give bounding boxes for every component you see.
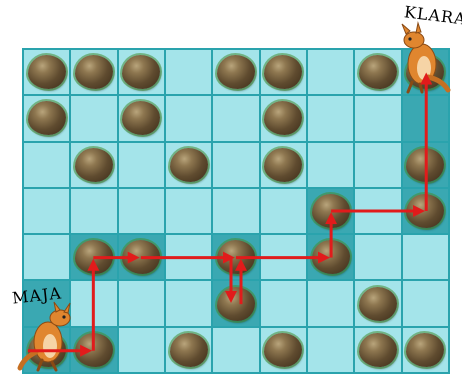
board-cell	[355, 143, 400, 187]
stone-icon	[28, 333, 66, 367]
stone-icon	[406, 333, 444, 367]
board-cell	[166, 143, 211, 187]
board-cell	[166, 50, 211, 94]
board-cell	[119, 96, 164, 140]
board-cell	[71, 328, 116, 372]
stone-icon	[359, 55, 397, 89]
stone-icon	[264, 333, 302, 367]
board-cell	[24, 235, 69, 279]
board-cell	[213, 189, 258, 233]
klara-label: KLARA	[403, 2, 462, 29]
stone-icon	[312, 194, 350, 228]
board-cell	[119, 143, 164, 187]
stone-icon	[75, 240, 113, 274]
board-cell	[24, 189, 69, 233]
board-cell	[355, 235, 400, 279]
stone-icon	[217, 240, 255, 274]
board-cell	[71, 50, 116, 94]
board-cell	[308, 281, 353, 325]
board-cell	[119, 281, 164, 325]
stone-icon	[406, 148, 444, 182]
board-cell	[308, 235, 353, 279]
board-cell	[166, 328, 211, 372]
stone-icon	[28, 101, 66, 135]
board-cell	[403, 143, 448, 187]
board-cell	[261, 189, 306, 233]
board-cell	[119, 328, 164, 372]
board-cell	[308, 96, 353, 140]
stone-icon	[264, 148, 302, 182]
board-cell	[403, 235, 448, 279]
board-cell	[71, 189, 116, 233]
stone-icon	[75, 148, 113, 182]
board-cell	[261, 281, 306, 325]
board-cell	[24, 143, 69, 187]
board-cell	[24, 328, 69, 372]
board-cell	[403, 50, 448, 94]
board-cell	[308, 189, 353, 233]
stone-icon	[217, 55, 255, 89]
board-cell	[355, 50, 400, 94]
board-cell	[71, 281, 116, 325]
stone-icon	[217, 287, 255, 321]
board-cell	[166, 96, 211, 140]
stone-icon	[75, 55, 113, 89]
board-cell	[166, 189, 211, 233]
board-cell	[355, 328, 400, 372]
game-board	[22, 48, 450, 374]
board-cell	[166, 281, 211, 325]
board-cell	[403, 328, 448, 372]
board-cell	[403, 96, 448, 140]
stone-icon	[122, 101, 160, 135]
board-cell	[261, 143, 306, 187]
stone-icon	[122, 240, 160, 274]
board-cell	[71, 96, 116, 140]
board-cell	[261, 96, 306, 140]
board-cell	[355, 189, 400, 233]
board-cell	[119, 50, 164, 94]
board-cell	[119, 189, 164, 233]
board-cell	[261, 328, 306, 372]
stone-icon	[406, 55, 444, 89]
stone-icon	[122, 55, 160, 89]
stone-icon	[359, 333, 397, 367]
board-cell	[355, 96, 400, 140]
board-cell	[308, 50, 353, 94]
board-cell	[24, 96, 69, 140]
board-cell	[213, 50, 258, 94]
stone-icon	[264, 55, 302, 89]
stone-icon	[75, 333, 113, 367]
board-cell	[166, 235, 211, 279]
board-cell	[261, 50, 306, 94]
board-cell	[71, 235, 116, 279]
stone-icon	[264, 101, 302, 135]
board-cell	[24, 50, 69, 94]
stone-icon	[28, 55, 66, 89]
board-cell	[213, 328, 258, 372]
board-cell	[403, 189, 448, 233]
board-cell	[213, 235, 258, 279]
board-cell	[403, 281, 448, 325]
board-cell	[119, 235, 164, 279]
stone-icon	[170, 148, 208, 182]
board-cell	[213, 281, 258, 325]
board-cell	[261, 235, 306, 279]
board-cell	[308, 143, 353, 187]
stone-icon	[406, 194, 444, 228]
board-cell	[355, 281, 400, 325]
board-cell	[71, 143, 116, 187]
stone-icon	[312, 240, 350, 274]
stone-icon	[359, 287, 397, 321]
board-cell	[308, 328, 353, 372]
board-cell	[213, 96, 258, 140]
board-cell	[213, 143, 258, 187]
stone-icon	[170, 333, 208, 367]
